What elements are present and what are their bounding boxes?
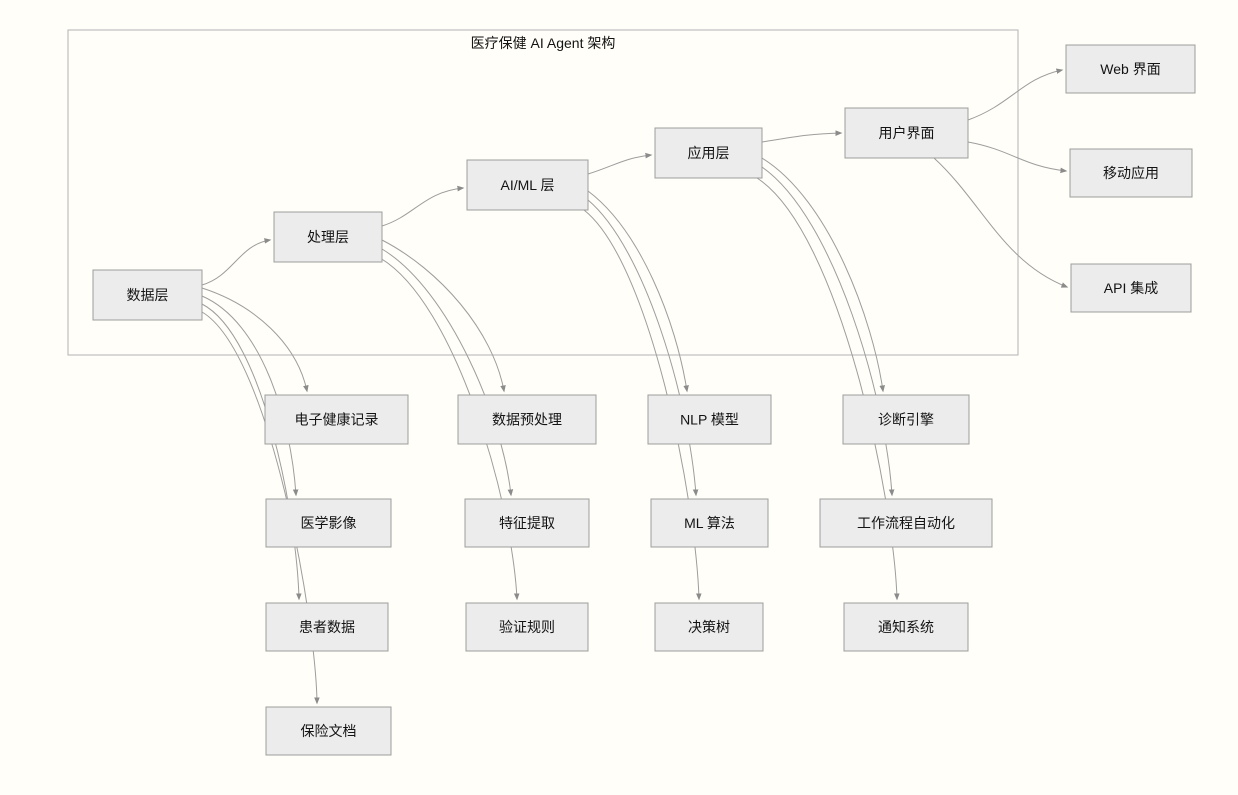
node-user-interface: 用户界面	[844, 107, 969, 159]
node-box	[1065, 44, 1196, 94]
edge-application-layer-to-user-interface	[761, 130, 843, 143]
node-application-layer: 应用层	[654, 127, 763, 179]
node-box	[842, 394, 970, 445]
node-box	[1069, 148, 1193, 198]
edge-user-interface-to-api-integration	[933, 157, 1069, 288]
node-label: 患者数据	[299, 619, 355, 635]
node-label: 数据预处理	[492, 411, 562, 427]
node-box	[464, 498, 590, 548]
node-label: 医学影像	[301, 515, 357, 531]
edges-layer	[201, 68, 1069, 705]
node-box	[844, 107, 969, 159]
node-label: 移动应用	[1103, 165, 1159, 181]
edge-data-layer-to-processing-layer	[201, 238, 272, 286]
node-box	[466, 159, 589, 211]
node-label: 保险文档	[301, 723, 357, 739]
node-box	[819, 498, 993, 548]
node-box	[265, 706, 392, 756]
node-box	[650, 498, 769, 548]
node-box	[264, 394, 409, 445]
node-ehr-records: 电子健康记录	[264, 394, 409, 445]
node-diagnosis-engine: 诊断引擎	[842, 394, 970, 445]
edge-ai-ml-layer-to-application-layer	[587, 152, 653, 175]
node-decision-tree: 决策树	[654, 602, 764, 652]
node-box	[1070, 263, 1192, 313]
node-label: 决策树	[688, 619, 730, 635]
node-ml-algorithm: ML 算法	[650, 498, 769, 548]
node-box	[457, 394, 597, 445]
node-label: 验证规则	[499, 619, 555, 635]
node-data-preprocessing: 数据预处理	[457, 394, 597, 445]
node-insurance-docs: 保险文档	[265, 706, 392, 756]
node-label: 用户界面	[879, 125, 935, 141]
edge-ai-ml-layer-to-ml-algorithm	[587, 199, 699, 497]
edge-data-layer-to-insurance-docs	[201, 311, 320, 705]
node-notification-system: 通知系统	[843, 602, 969, 652]
edge-processing-layer-to-data-preprocessing	[381, 239, 506, 393]
node-label: Web 界面	[1100, 61, 1160, 77]
node-label: 通知系统	[878, 619, 934, 635]
node-api-integration: API 集成	[1070, 263, 1192, 313]
edge-ai-ml-layer-to-decision-tree	[583, 209, 702, 601]
edge-processing-layer-to-ai-ml-layer	[381, 185, 465, 227]
edge-ai-ml-layer-to-nlp-model	[587, 190, 689, 393]
node-medical-imaging: 医学影像	[265, 498, 392, 548]
edge-data-layer-to-patient-data	[201, 303, 302, 601]
node-label: AI/ML 层	[501, 177, 555, 193]
node-feature-extraction: 特征提取	[464, 498, 590, 548]
node-box	[654, 127, 763, 179]
node-box	[265, 498, 392, 548]
edge-data-layer-to-ehr-records	[201, 287, 309, 393]
node-box	[265, 602, 389, 652]
node-label: 数据层	[127, 287, 169, 303]
edge-application-layer-to-notification-system	[756, 177, 900, 601]
node-ai-ml-layer: AI/ML 层	[466, 159, 589, 211]
node-label: 电子健康记录	[295, 411, 379, 427]
node-box	[92, 269, 203, 321]
node-label: 应用层	[688, 145, 730, 161]
node-box	[843, 602, 969, 652]
node-box	[654, 602, 764, 652]
node-data-layer: 数据层	[92, 269, 203, 321]
edge-application-layer-to-workflow-automation	[761, 166, 895, 497]
node-label: 处理层	[307, 229, 349, 245]
node-label: 工作流程自动化	[857, 515, 955, 531]
node-label: ML 算法	[684, 515, 735, 531]
node-nlp-model: NLP 模型	[647, 394, 772, 445]
node-box	[465, 602, 589, 652]
node-processing-layer: 处理层	[273, 211, 383, 263]
edge-user-interface-to-mobile-app	[967, 141, 1068, 174]
architecture-group-box	[67, 29, 1019, 356]
node-box	[647, 394, 772, 445]
node-web-interface: Web 界面	[1065, 44, 1196, 94]
node-label: 特征提取	[499, 515, 555, 531]
node-label: 诊断引擎	[878, 411, 934, 427]
node-workflow-automation: 工作流程自动化	[819, 498, 993, 548]
node-box	[273, 211, 383, 263]
node-patient-data: 患者数据	[265, 602, 389, 652]
node-validation-rules: 验证规则	[465, 602, 589, 652]
node-label: API 集成	[1104, 280, 1158, 296]
node-mobile-app: 移动应用	[1069, 148, 1193, 198]
edge-data-layer-to-medical-imaging	[201, 295, 299, 497]
diagram-title: 医疗保健 AI Agent 架构	[471, 35, 616, 51]
node-label: NLP 模型	[680, 411, 739, 427]
edge-processing-layer-to-feature-extraction	[381, 248, 514, 497]
edge-user-interface-to-web-interface	[967, 68, 1064, 121]
edge-application-layer-to-diagnosis-engine	[761, 157, 885, 393]
